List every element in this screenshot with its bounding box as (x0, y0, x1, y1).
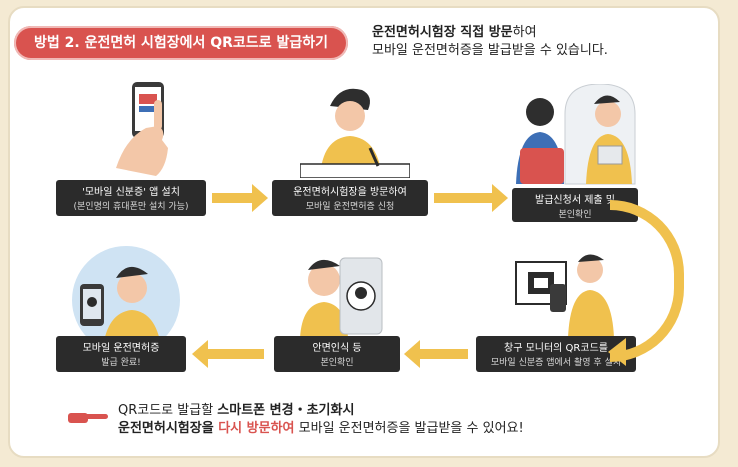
step-6-main: 모바일 운전면허증 (82, 343, 160, 354)
arrow-step5-to-6 (192, 340, 264, 368)
note-part5: 모바일 운전면허증을 발급받을 수 있어요! (294, 421, 524, 436)
step-5-main: 안면인식 등 (312, 343, 362, 354)
arrow-step3-to-4-head (608, 338, 626, 366)
qr-scan-illustration (515, 254, 614, 338)
step-2-main: 운전면허시험장을 방문하여 (293, 187, 407, 198)
step-2-sub: 모바일 운전면허증 신청 (305, 202, 395, 212)
bottom-note: QR코드로 발급할 스마트폰 변경・초기화시 운전면허시험장을 다시 방문하여 … (118, 402, 524, 438)
step-4-main: 창구 모니터의 QR코드를 (504, 343, 608, 354)
pointing-hand-icon (68, 413, 108, 423)
step-5-box: 안면인식 등 본인확인 (274, 336, 400, 372)
step-5-sub: 본인확인 (320, 358, 354, 368)
arrow-step4-to-5 (404, 340, 468, 368)
note-part2: 스마트폰 변경・초기화시 (217, 403, 355, 418)
intro-rest: 하여 (512, 25, 537, 40)
step-3-main: 발급신청서 제출 및 (535, 195, 615, 206)
note-part4: 다시 방문하여 (218, 421, 295, 436)
face-recognition-illustration (300, 257, 383, 338)
intro-bold: 운전면허시험장 직접 방문 (372, 25, 513, 40)
arrow-step2-to-3 (434, 184, 508, 212)
step-1-sub: (본인명의 휴대폰만 설치 가능) (73, 202, 189, 212)
note-part3: 운전면허시험장을 (118, 421, 219, 436)
step-1-box: '모바일 신분증' 앱 설치 (본인명의 휴대폰만 설치 가능) (56, 180, 206, 216)
intro-text: 운전면허시험장 직접 방문하여 모바일 운전면허증을 발급받을 수 있습니다. (372, 24, 608, 60)
step-6-box: 모바일 운전면허증 발급 완료! (56, 336, 186, 372)
step-4-sub: 모바일 신분증 앱에서 촬영 후 설치 (490, 358, 622, 368)
step-6-sub: 발급 완료! (101, 358, 141, 368)
person-writing-illustration (300, 88, 410, 178)
counter-illustration (516, 84, 636, 185)
section-title: 방법 2. 운전면허 시험장에서 QR코드로 발급하기 (14, 26, 348, 60)
note-part1: QR코드로 발급할 (118, 403, 218, 418)
phone-install-illustration (116, 82, 168, 176)
step-3-sub: 본인확인 (558, 210, 592, 220)
step-1-main: '모바일 신분증' 앱 설치 (82, 187, 180, 198)
content-card (8, 6, 720, 458)
step-2-box: 운전면허시험장을 방문하여 모바일 운전면허증 신청 (272, 180, 428, 216)
intro-line2: 모바일 운전면허증을 발급받을 수 있습니다. (372, 43, 608, 58)
arrow-step1-to-2 (212, 184, 268, 212)
